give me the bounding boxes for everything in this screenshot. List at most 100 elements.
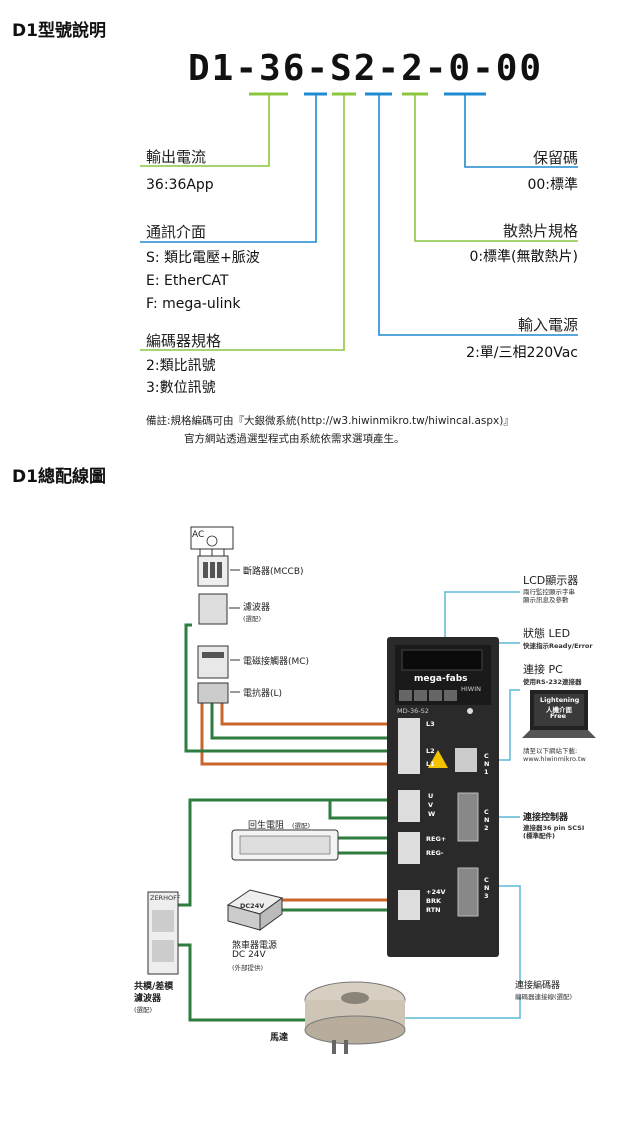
terminal-24v xyxy=(398,890,420,920)
line-input-power xyxy=(378,94,578,336)
status-led-label: 狀態 LED xyxy=(523,627,571,640)
reactor xyxy=(197,682,229,704)
filter-sub-label: (選配) xyxy=(243,615,262,623)
mccb-label: 斷路器(MCCB) xyxy=(243,567,304,577)
model-code: D1-36-S2-2-0-00 xyxy=(188,48,544,89)
lcd-sub-2: 顯示訊息及參數 xyxy=(523,596,569,604)
label-encoder: 編碼器規格 xyxy=(146,332,222,350)
filter-unit xyxy=(198,593,228,625)
value-reserved-0: 00:標準 xyxy=(527,177,578,193)
port-rtn: RTN xyxy=(426,906,441,914)
status-led-dot xyxy=(467,708,473,714)
laptop-text-3: Free xyxy=(550,712,567,720)
section-title-model: D1型號說明 xyxy=(12,21,106,41)
label-reserved: 保留碼 xyxy=(532,149,578,167)
cn3-label: CN3 xyxy=(484,876,490,900)
brake-psu-label-1: 煞車器電源 xyxy=(232,941,278,951)
regen-label: 回生電阻 xyxy=(248,821,285,831)
port-l3: L3 xyxy=(426,720,435,728)
line-heatsink xyxy=(414,94,578,242)
value-output-current-0: 36:36App xyxy=(146,177,214,193)
terminal-regen xyxy=(398,832,420,864)
status-led-sub: 快速指示Ready/Error xyxy=(523,642,593,650)
controller-sub-2: (標準配件) xyxy=(523,832,555,840)
mc-label: 電磁接觸器(MC) xyxy=(243,657,310,667)
label-heatsink: 散熱片規格 xyxy=(502,222,578,240)
laptop-text-2: 人機介面 xyxy=(546,706,572,714)
dc24v-psu xyxy=(226,889,284,931)
encoder-label: 連接編碼器 xyxy=(515,981,561,991)
cn1-label: CN1 xyxy=(484,752,490,776)
section-title-wiring: D1總配線圖 xyxy=(12,467,106,487)
line-encoder-motor xyxy=(405,995,521,1019)
port-l2: L2 xyxy=(426,747,435,755)
lcd-sub-1: 兩行監控顯示字串 xyxy=(523,588,575,596)
cm-filter-label-1: 共模/差模 xyxy=(134,982,174,992)
wiring-diagram xyxy=(147,526,596,1054)
cn3-port xyxy=(457,867,479,917)
line-pc xyxy=(490,689,520,761)
port-brk: BRK xyxy=(426,897,441,905)
magnetic-contactor xyxy=(197,645,229,679)
note-line-1: 備註:規格編碼可由『大銀微系統(http://w3.hiwinmikro.tw/… xyxy=(146,415,514,427)
value-input-power-0: 2:單/三相220Vac xyxy=(466,345,578,361)
value-heatsink-0: 0:標準(無散熱片) xyxy=(469,249,578,265)
port-u: U xyxy=(428,792,434,800)
warning-icon xyxy=(428,750,448,768)
terminal-power xyxy=(398,718,420,774)
drive-model: MD-36-S2 xyxy=(397,707,429,715)
wire-uvw xyxy=(177,798,398,907)
wire-ground xyxy=(210,703,398,740)
cn1-port xyxy=(455,748,477,772)
download-2: www.hiwinmikro.tw xyxy=(523,755,586,763)
port-reg-plus: REG+ xyxy=(426,835,447,843)
label-input-power: 輸入電源 xyxy=(517,316,578,334)
brake-psu-sub-label: (外部提供) xyxy=(232,964,264,972)
drive-brand-sub: HIWIN xyxy=(461,685,482,693)
lcd-label: LCD顯示器 xyxy=(523,574,579,587)
controller-label: 連接控制器 xyxy=(523,813,569,823)
line-reserved xyxy=(464,94,578,168)
reactor-label: 電抗器(L) xyxy=(243,689,283,699)
laptop xyxy=(522,690,596,738)
port-v: V xyxy=(428,801,434,809)
laptop-text-1: Lightening xyxy=(540,696,580,704)
motor xyxy=(304,981,406,1054)
mccb xyxy=(197,555,229,587)
cm-filter-brand: ZERHOFF xyxy=(150,894,181,902)
wire-l1 xyxy=(200,703,398,766)
model-code-connector-lines xyxy=(140,92,578,351)
value-encoder-0: 2:類比訊號 xyxy=(146,358,216,374)
value-communication-0: S: 類比電壓+脈波 xyxy=(146,250,260,266)
cn2-port xyxy=(457,792,479,842)
brake-psu-label-2: DC 24V xyxy=(232,950,266,960)
controller-sub-1: 連接器36 pin SCSI xyxy=(523,824,585,832)
value-communication-2: F: mega-ulink xyxy=(146,296,241,312)
value-encoder-1: 3:數位訊號 xyxy=(146,380,216,396)
note-line-2: 官方網站透過選型程式由系統依需求選項產生。 xyxy=(184,433,405,445)
dc24v-label: DC24V xyxy=(240,902,265,910)
cm-filter-sub-label: (選配) xyxy=(134,1006,153,1014)
regen-sub-label: (選配) xyxy=(292,822,311,830)
wire-motor xyxy=(177,943,310,1022)
port-l1: L1 xyxy=(426,760,435,768)
wire-uvw-ground xyxy=(328,800,398,820)
wire-l3 xyxy=(220,703,398,726)
label-output-current: 輸出電流 xyxy=(146,148,207,166)
lcd-panel xyxy=(401,649,483,671)
ac-label: AC xyxy=(192,530,205,540)
port-reg-minus: REG- xyxy=(426,849,444,857)
pc-label: 連接 PC xyxy=(523,663,563,676)
line-encoder xyxy=(140,94,345,351)
label-communication: 通訊介面 xyxy=(146,223,207,241)
drive-brand: mega-fabs xyxy=(414,674,468,684)
line-communication xyxy=(140,94,317,243)
terminal-motor xyxy=(398,790,420,822)
line-lcd xyxy=(444,591,520,655)
port-24v: +24V xyxy=(426,888,446,896)
port-w: W xyxy=(428,810,436,818)
motor-label: 馬達 xyxy=(270,1033,289,1043)
pc-sub: 使用RS-232連接器 xyxy=(523,678,582,686)
cm-filter-label-2: 濾波器 xyxy=(134,994,162,1004)
cn2-label: CN2 xyxy=(484,808,490,832)
